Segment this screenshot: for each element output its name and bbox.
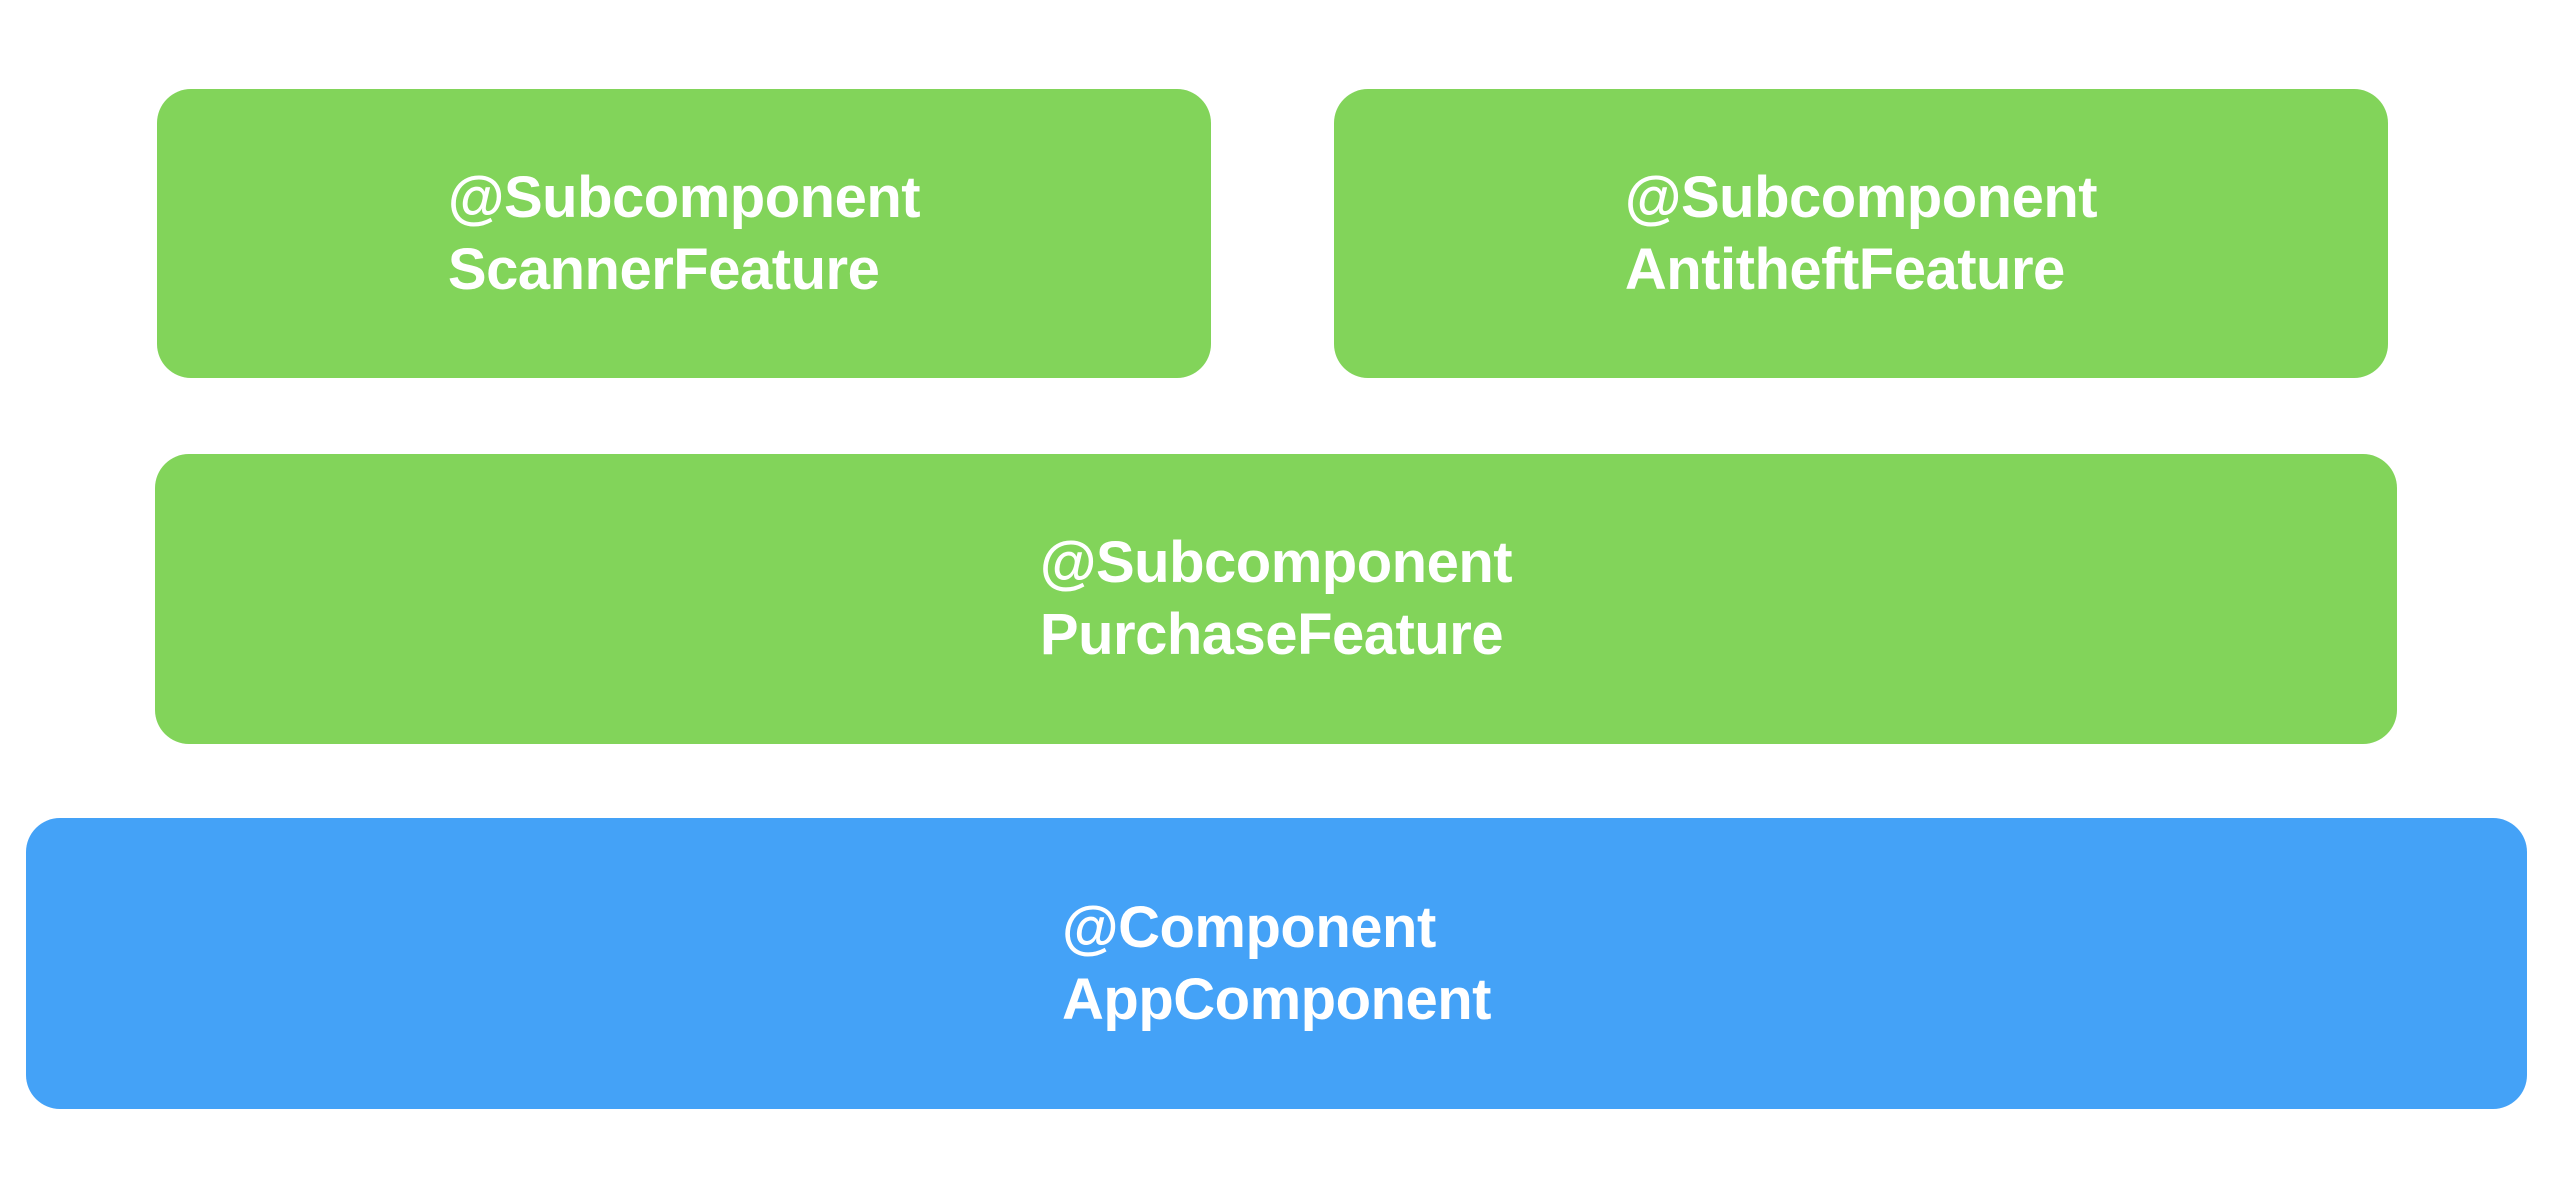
annotation-text: @Subcomponent bbox=[1624, 164, 2098, 230]
component-name-text: AppComponent bbox=[1062, 966, 1491, 1032]
box-label: @Subcomponent ScannerFeature bbox=[447, 162, 921, 306]
component-name-text: ScannerFeature bbox=[447, 236, 880, 302]
annotation-text: @Subcomponent bbox=[1039, 530, 1513, 595]
subcomponent-box-scanner-feature: @Subcomponent ScannerFeature bbox=[157, 89, 1211, 378]
component-name-text: AntitheftFeature bbox=[1624, 236, 2065, 302]
box-label: @Subcomponent PurchaseFeature bbox=[1039, 527, 1513, 671]
component-box-app-component: @Component AppComponent bbox=[26, 818, 2527, 1109]
box-label: @Subcomponent AntitheftFeature bbox=[1624, 162, 2098, 306]
subcomponent-box-purchase-feature: @Subcomponent PurchaseFeature bbox=[155, 454, 2397, 744]
component-name-text: PurchaseFeature bbox=[1039, 602, 1504, 667]
annotation-text: @Component bbox=[1062, 894, 1436, 960]
box-label: @Component AppComponent bbox=[1062, 892, 1491, 1036]
annotation-text: @Subcomponent bbox=[447, 164, 921, 230]
subcomponent-box-antitheft-feature: @Subcomponent AntitheftFeature bbox=[1334, 89, 2388, 378]
